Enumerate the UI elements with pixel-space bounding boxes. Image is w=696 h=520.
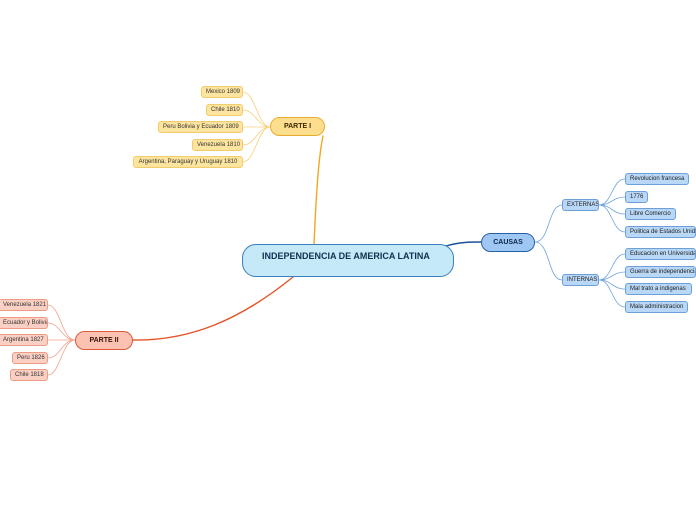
connector-root-causas	[445, 241, 482, 247]
externas-item-1776[interactable]: 1776	[625, 191, 648, 203]
externas-item-politica-estados-unidos[interactable]: Politica de Estados Unidos	[625, 226, 696, 238]
root-topic[interactable]: INDEPENDENCIA DE AMERICA LATINA	[242, 244, 454, 277]
internas-item-mala-administracion[interactable]: Mala administracion	[625, 301, 688, 313]
connector-root-parte2	[132, 276, 294, 341]
externas-item-revolucion-francesa[interactable]: Revolucion francesa	[625, 173, 689, 185]
externas-item-libre-comercio[interactable]: Libre Comercio	[625, 208, 676, 220]
connector-parte2-item-1	[47, 304, 76, 341]
connector-parte2-item-4	[47, 339, 76, 359]
subtopic-externas[interactable]: EXTERNAS	[562, 199, 599, 211]
connector-internas-item-1	[598, 253, 626, 281]
internas-item-guerra-independencia[interactable]: Guerra de independencia	[625, 266, 696, 278]
parte2-item-peru[interactable]: Peru 1826	[12, 352, 48, 364]
parte2-item-argentina[interactable]: Argentina 1827	[0, 334, 48, 346]
connector-externas-item-1	[598, 178, 626, 206]
connector-parte1-item-5	[242, 126, 271, 163]
connector-parte2-item-5	[47, 339, 76, 376]
parte2-item-venezuela[interactable]: Venezuela 1821	[0, 299, 48, 311]
parte1-item-argentina-paraguay-uruguay[interactable]: Argentina, Paraguay y Uruguay 1810	[133, 156, 243, 168]
parte1-item-venezuela[interactable]: Venezuela 1810	[192, 139, 243, 151]
parte1-item-mexico[interactable]: Mexico 1809	[201, 86, 243, 98]
connector-parte2-item-2	[47, 322, 76, 341]
connector-parte1-item-4	[242, 126, 271, 146]
connector-internas-item-2	[598, 271, 626, 281]
connector-causas-internas	[534, 241, 563, 281]
connector-parte1-item-1	[242, 91, 271, 128]
connector-externas-item-2	[598, 196, 626, 206]
topic-causas[interactable]: CAUSAS	[481, 233, 535, 252]
parte1-item-peru-bolivia-ecuador[interactable]: Peru Bolivia y Ecuador 1809	[158, 121, 243, 133]
connector-parte1-item-2	[242, 109, 271, 128]
topic-parte-2[interactable]: PARTE II	[75, 331, 133, 350]
connector-externas-item-4	[598, 204, 626, 233]
parte2-item-chile[interactable]: Chile 1818	[10, 369, 48, 381]
connector-causas-externas	[534, 204, 563, 243]
connector-internas-item-4	[598, 279, 626, 308]
subtopic-internas[interactable]: INTERNAS	[562, 274, 599, 286]
internas-item-educacion-universidades[interactable]: Educacion en Universidades	[625, 248, 696, 260]
connector-root-parte1	[313, 135, 324, 245]
parte2-item-ecuador-bolivia[interactable]: Ecuador y Bolivia 1826	[0, 317, 48, 329]
topic-parte-1[interactable]: PARTE I	[270, 117, 325, 136]
parte1-item-chile[interactable]: Chile 1810	[206, 104, 243, 116]
internas-item-mal-trato-indigenas[interactable]: Mal trato a indigenas	[625, 283, 692, 295]
